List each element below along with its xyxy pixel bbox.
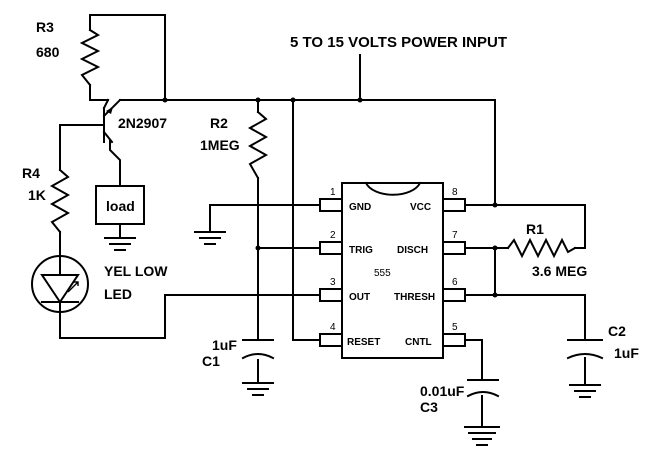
ground-symbol <box>569 384 601 398</box>
resistor-r1 <box>506 237 577 259</box>
r2-name: R2 <box>210 115 228 131</box>
c3-value: 0.01uF <box>420 383 465 399</box>
capacitor-c1 <box>241 339 275 360</box>
c3-name: C3 <box>420 399 438 415</box>
c1-value: 1uF <box>212 337 237 353</box>
r2-value: 1MEG <box>200 137 240 153</box>
ground-symbol <box>464 426 500 446</box>
load-box <box>95 185 145 225</box>
pin-7-number: 7 <box>452 230 458 241</box>
led-label-line1: YEL LOW <box>104 263 168 279</box>
pin-4-number: 4 <box>330 322 336 333</box>
ground-symbol <box>242 382 274 396</box>
pin-5-number: 5 <box>452 322 458 333</box>
c1-name: C1 <box>202 353 220 369</box>
pin-2-number: 2 <box>330 230 336 241</box>
ic-555 <box>319 181 466 359</box>
transistor-label: 2N2907 <box>118 115 167 131</box>
pin-4-label: RESET <box>347 337 380 348</box>
capacitor-c2 <box>566 339 604 386</box>
transistor-2n2907 <box>102 98 122 144</box>
r4-value: 1K <box>28 187 46 203</box>
r3-value: 680 <box>36 44 60 60</box>
led-symbol <box>31 254 89 313</box>
pin-7-label: DISCH <box>397 245 428 256</box>
pin-5-label: CNTL <box>405 337 432 348</box>
r1-value: 3.6 MEG <box>532 263 587 279</box>
r3-name: R3 <box>36 19 54 35</box>
ground-symbol <box>194 231 226 245</box>
pin-8-label: VCC <box>410 202 431 213</box>
resistor-r3 <box>79 28 101 87</box>
junction-dots <box>162 97 498 298</box>
pin-1-label: GND <box>349 202 371 213</box>
power-input-label: 5 TO 15 VOLTS POWER INPUT <box>290 34 507 51</box>
ground-symbol <box>104 237 136 251</box>
ic-name: 555 <box>374 268 391 279</box>
resistor-r2 <box>247 110 269 180</box>
pin-8-number: 8 <box>452 187 458 198</box>
led-label-line2: LED <box>104 286 132 302</box>
c2-name: C2 <box>608 323 626 339</box>
load-label: load <box>106 198 135 214</box>
capacitor-c3 <box>466 379 500 426</box>
r4-name: R4 <box>22 165 40 181</box>
pin-6-label: THRESH <box>394 292 435 303</box>
c2-value: 1uF <box>614 345 639 361</box>
pin-1-number: 1 <box>330 187 336 198</box>
pin-3-label: OUT <box>349 292 370 303</box>
pin-2-label: TRIG <box>349 245 373 256</box>
resistor-r4 <box>49 168 71 234</box>
pin-3-number: 3 <box>330 277 336 288</box>
pin-6-number: 6 <box>452 277 458 288</box>
r1-name: R1 <box>526 221 544 237</box>
